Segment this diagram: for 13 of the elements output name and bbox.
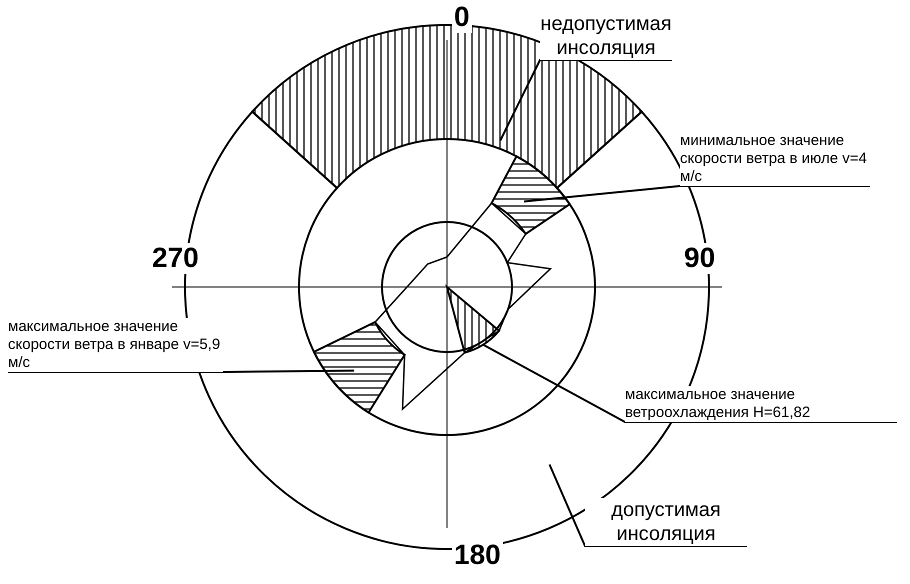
leader-line (8, 370, 354, 373)
angle-label: 90 (682, 243, 718, 274)
leader-line (548, 464, 747, 547)
leader-line (524, 185, 870, 203)
angle-label: 270 (150, 243, 201, 274)
callout-text: допустимая инсоляция (585, 498, 747, 546)
hatched-sector (312, 321, 406, 414)
hatched-sector (446, 286, 500, 354)
leader-line (499, 59, 672, 141)
callout-text: максимальное значение ветроохлаждения H=61,82 (625, 386, 897, 422)
leader-line (482, 344, 897, 423)
callout-text: максимальное значение скорости ветра в январе v=5,9 м/с (8, 318, 223, 372)
hatched-sector (490, 155, 571, 235)
